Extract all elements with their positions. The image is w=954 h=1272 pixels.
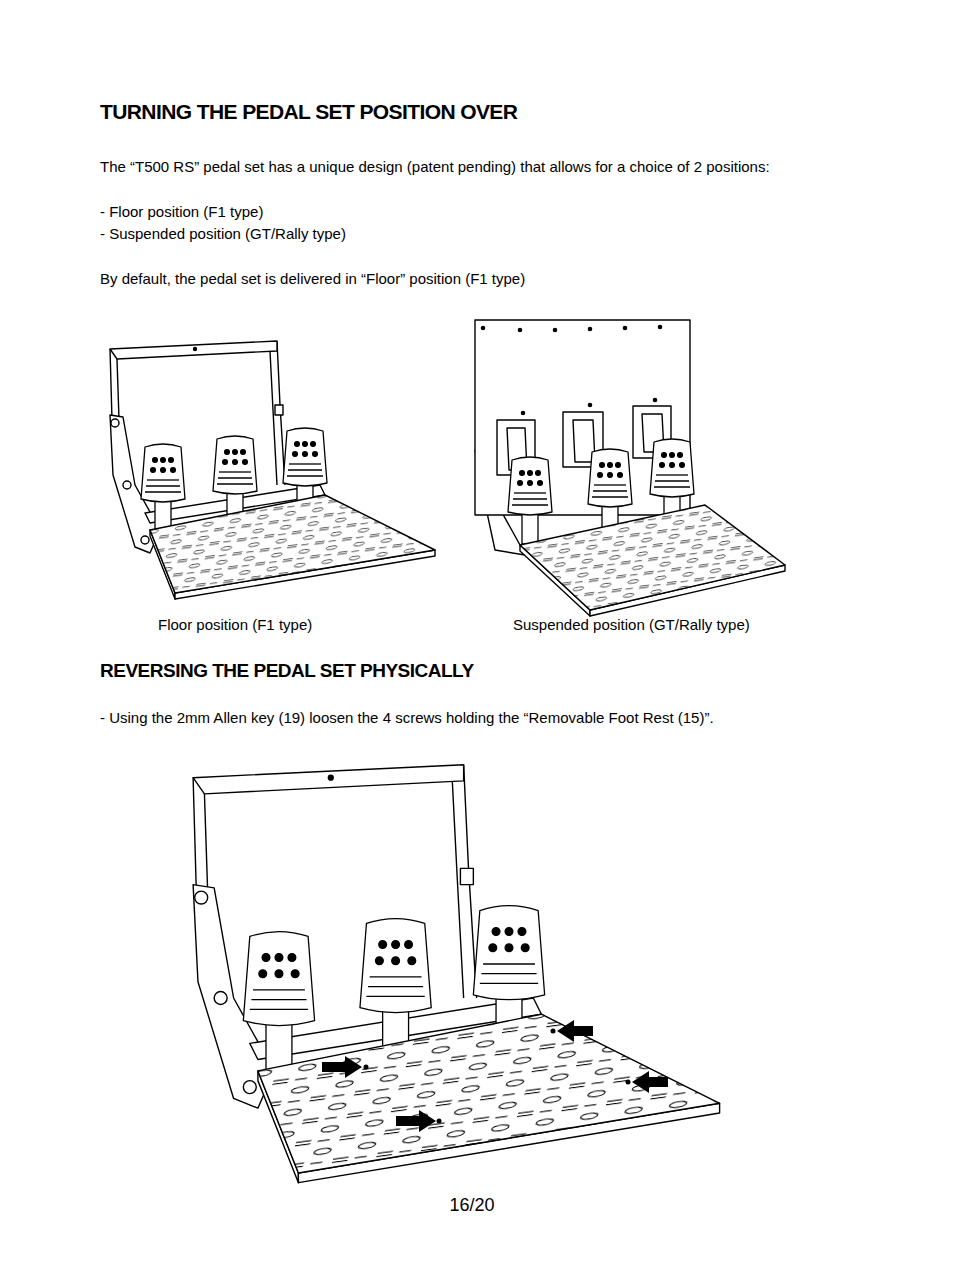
body-text: By default, the pedal set is delivered i… — [100, 268, 525, 290]
figure-caption: Suspended position (GT/Rally type) — [513, 614, 750, 636]
section-heading: REVERSING THE PEDAL SET PHYSICALLY — [100, 658, 474, 684]
page-number: 16/20 — [422, 1194, 522, 1216]
figure-caption: Floor position (F1 type) — [158, 614, 312, 636]
section-heading: TURNING THE PEDAL SET POSITION OVER — [100, 99, 517, 125]
list-item: - Floor position (F1 type) — [100, 201, 263, 223]
body-text: The “T500 RS” pedal set has a unique des… — [100, 156, 815, 178]
instruction-text: - Using the 2mm Allen key (19) loosen th… — [100, 707, 900, 729]
list-item: - Suspended position (GT/Rally type) — [100, 223, 346, 245]
